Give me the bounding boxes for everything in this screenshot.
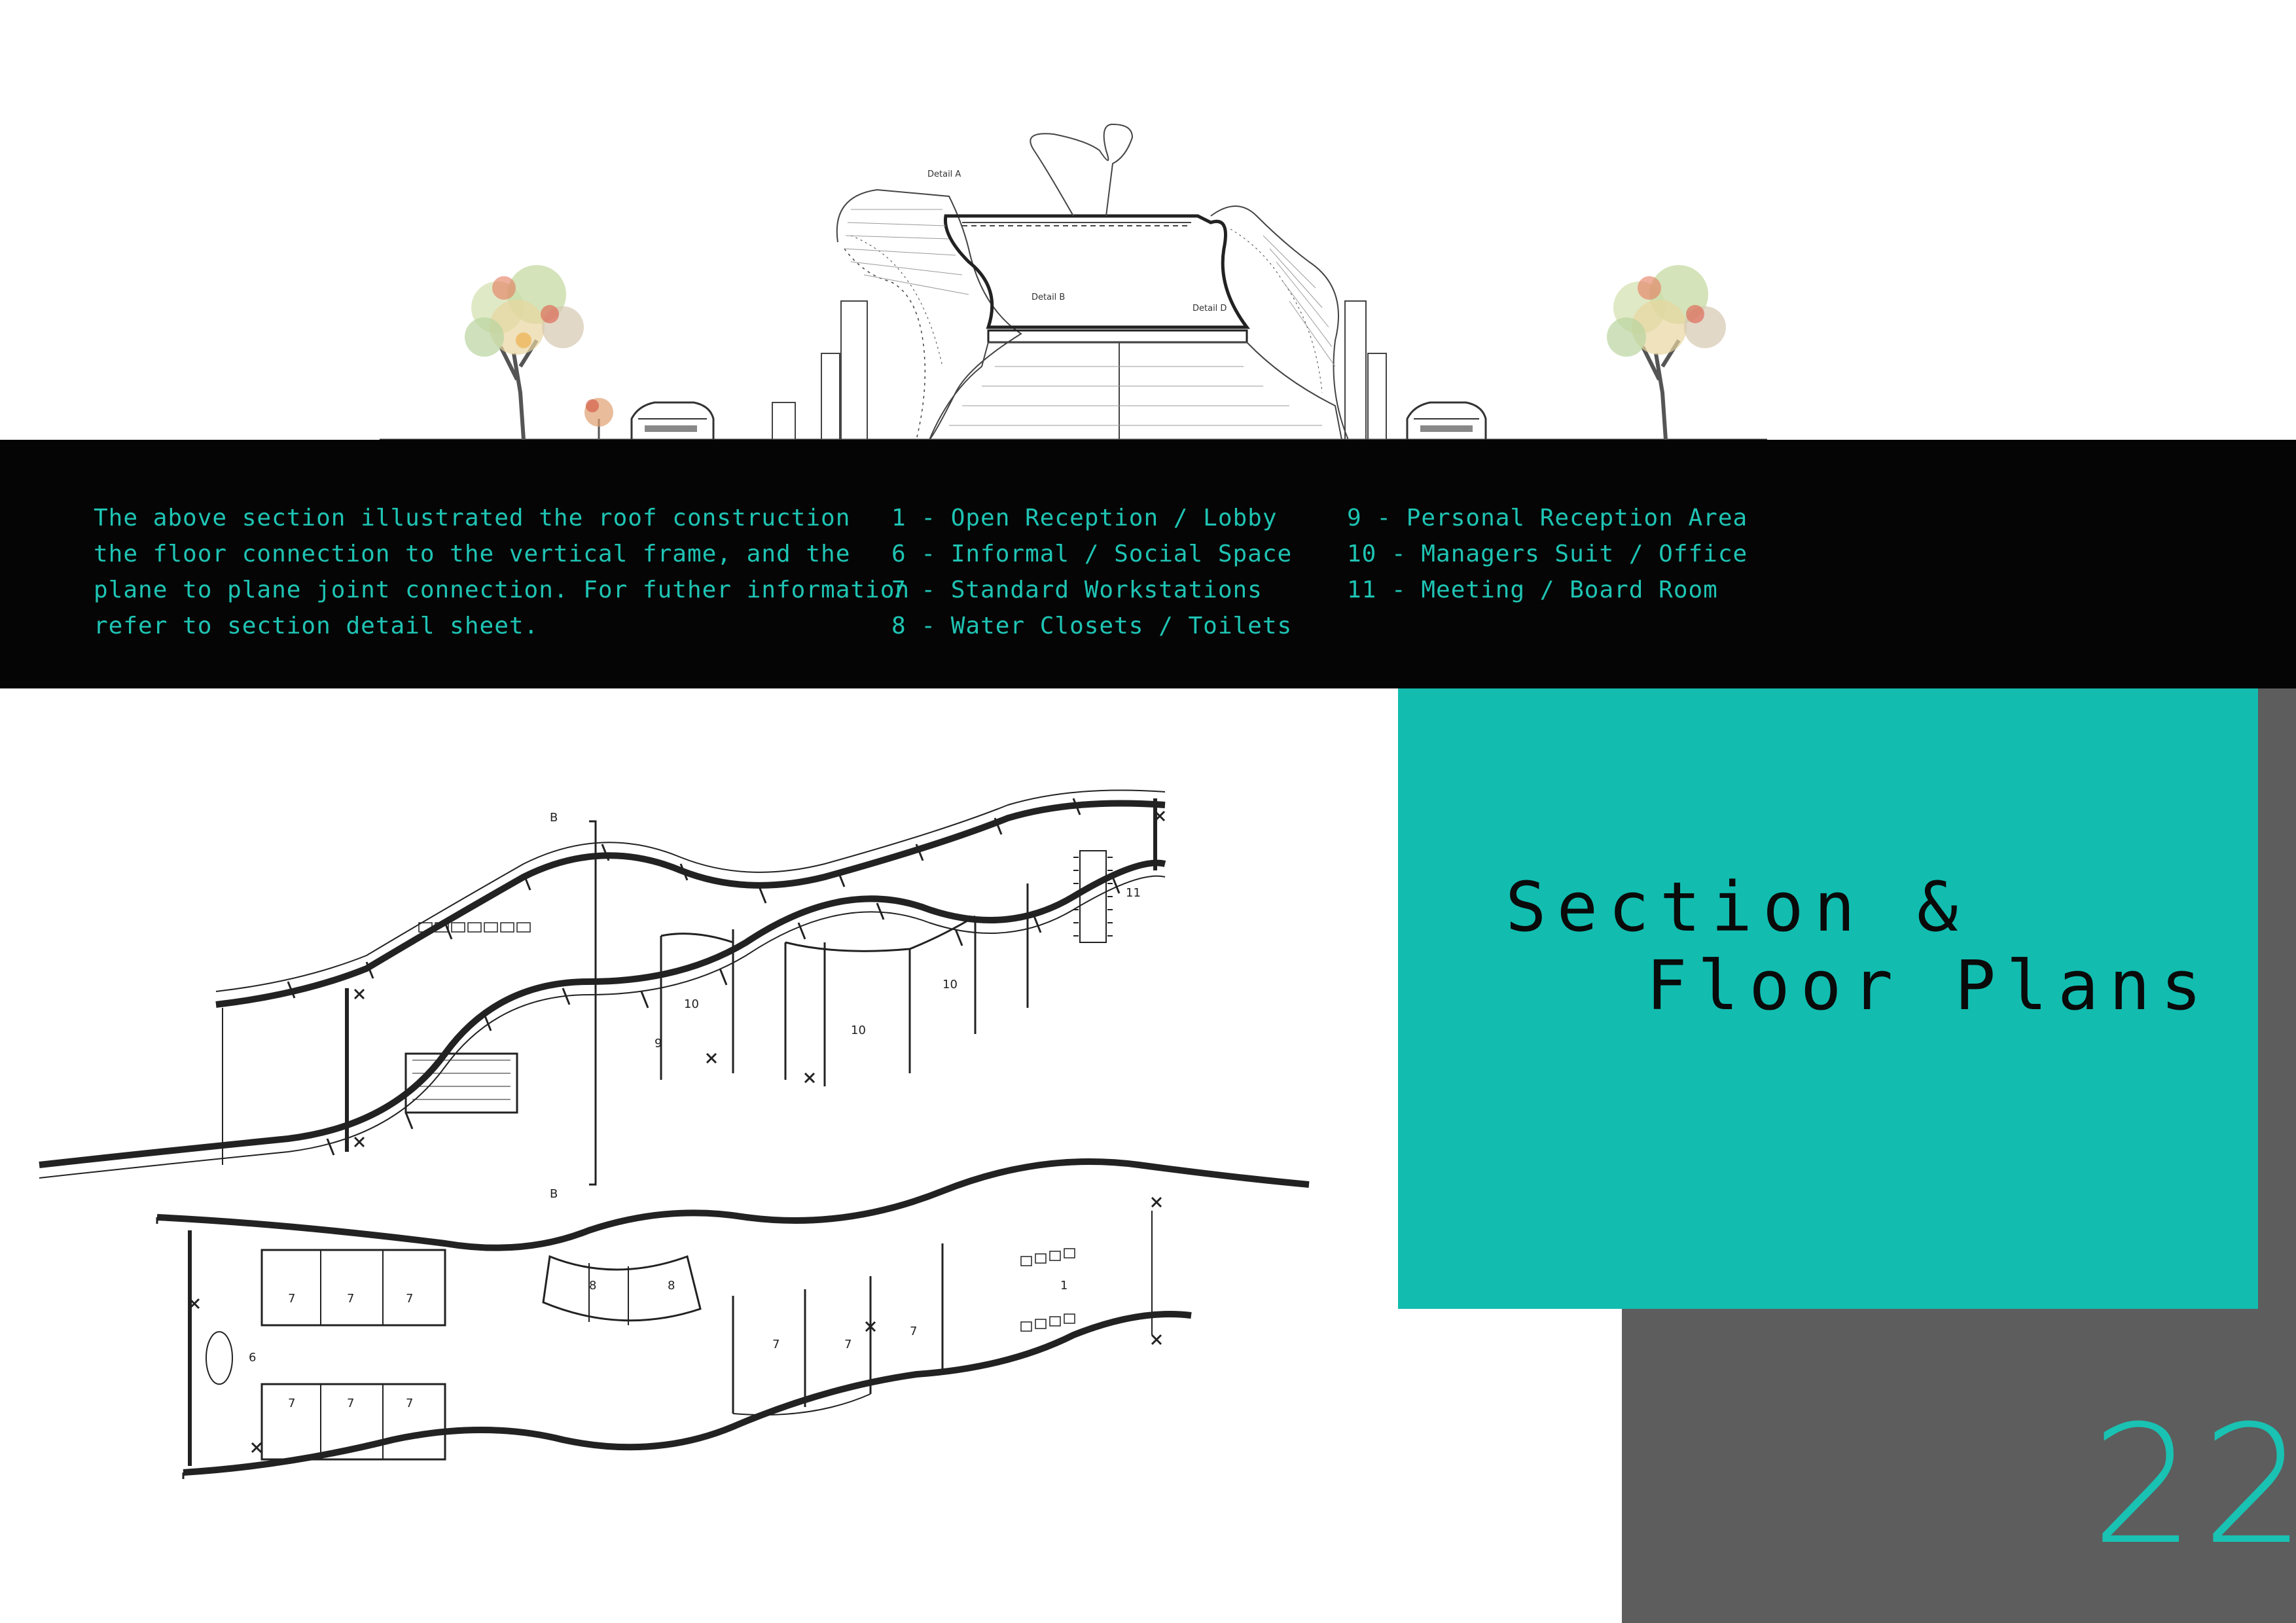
- room-7-label: 7: [844, 1338, 852, 1351]
- upper-plan-north-wall-outer: [215, 789, 1166, 992]
- room-8-label: 8: [589, 1279, 596, 1293]
- info-band: The above section illustrated the roof c…: [0, 440, 2296, 688]
- floor-plans-drawing: B B 11 10 10 10 9 8 8 7 7 7 7 7 7 7 7 7 …: [39, 789, 1310, 1479]
- detail-a-label: Detail A: [927, 169, 961, 179]
- room-6-label: 6: [249, 1351, 256, 1364]
- description-line: plane to plane joint connection. For fut…: [94, 577, 910, 603]
- room-legend-column-1: 1 - Open Reception / Lobby 6 - Informal …: [891, 500, 1292, 644]
- room-8-label: 8: [668, 1279, 675, 1293]
- room-7-label: 7: [406, 1397, 413, 1410]
- mesh-hatching: [844, 209, 1336, 426]
- room-7-label: 7: [288, 1292, 295, 1306]
- room-10-label: 10: [684, 997, 699, 1011]
- room-7-label: 7: [347, 1292, 354, 1306]
- legend-item: 9 - Personal Reception Area: [1347, 505, 1748, 531]
- shrub-left: [584, 398, 613, 440]
- legend-item: 11 - Meeting / Board Room: [1347, 577, 1718, 603]
- lower-plan-south-wall: [183, 1311, 1192, 1476]
- room-legend-column-2: 9 - Personal Reception Area 10 - Manager…: [1347, 500, 1748, 608]
- legend-item: 7 - Standard Workstations: [891, 577, 1263, 603]
- description-line: the floor connection to the vertical fra…: [94, 541, 851, 567]
- room-10-label: 10: [851, 1024, 866, 1037]
- lower-plan-north-wall: [156, 1158, 1310, 1251]
- room-9-label: 9: [655, 1037, 662, 1050]
- section-drawing: Detail A Detail B Detail D: [380, 123, 1767, 441]
- legend-item: 6 - Informal / Social Space: [891, 541, 1293, 567]
- detail-d-label: Detail D: [1193, 304, 1227, 313]
- building-section: [772, 123, 1387, 440]
- car-right: [1406, 401, 1487, 441]
- tree-right: [1607, 265, 1726, 440]
- grey-accent-strip: [2258, 688, 2296, 1309]
- legend-item: 10 - Managers Suit / Office: [1347, 541, 1748, 567]
- detail-b-label: Detail B: [1031, 293, 1065, 302]
- room-11-label: 11: [1126, 886, 1141, 900]
- section-mark-label: B: [550, 1187, 558, 1201]
- upper-plan-south-wall: [39, 859, 1166, 1168]
- room-7-label: 7: [910, 1325, 917, 1338]
- room-7-label: 7: [288, 1397, 295, 1410]
- section-mark-label: B: [550, 811, 558, 825]
- section-description: The above section illustrated the roof c…: [94, 500, 910, 644]
- tree-left: [465, 265, 584, 440]
- room-7-label: 7: [772, 1338, 780, 1351]
- room-7-label: 7: [406, 1292, 413, 1306]
- legend-item: 1 - Open Reception / Lobby: [891, 505, 1278, 531]
- room-10-label: 10: [942, 978, 958, 991]
- legend-item: 8 - Water Closets / Toilets: [891, 613, 1293, 639]
- title-panel: [1398, 688, 2258, 1309]
- upper-plan-north-wall: [215, 800, 1166, 1008]
- description-line: The above section illustrated the roof c…: [94, 505, 851, 531]
- page-number-box: [1622, 1309, 2296, 1623]
- page-title-line-2: Floor Plans: [1646, 946, 2212, 1026]
- car-left: [630, 401, 715, 441]
- room-1-label: 1: [1060, 1279, 1067, 1293]
- upper-plan-south-wall-inner: [39, 875, 1166, 1179]
- room-7-label: 7: [347, 1397, 354, 1410]
- page-title-line-1: Section &: [1505, 867, 1969, 947]
- page-number: 22: [2091, 1390, 2296, 1580]
- description-line: refer to section detail sheet.: [94, 613, 539, 639]
